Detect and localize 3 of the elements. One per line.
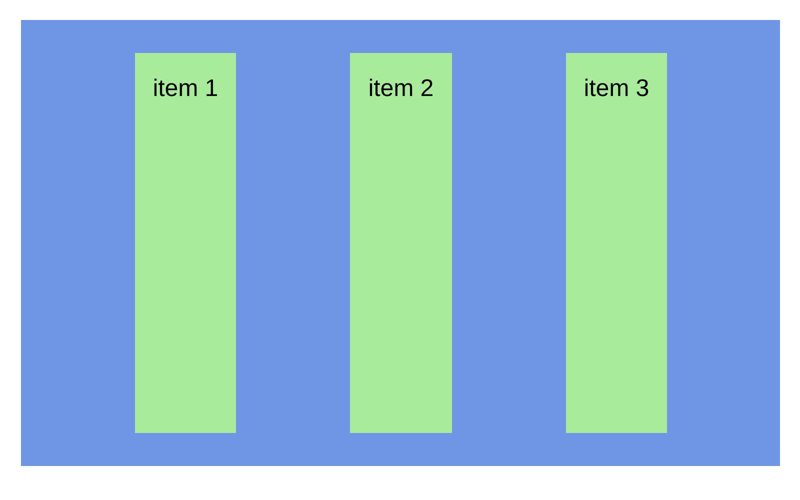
column-box: item 3 <box>566 53 667 433</box>
column-box: item 2 <box>350 53 452 433</box>
column-box: item 1 <box>135 53 236 433</box>
